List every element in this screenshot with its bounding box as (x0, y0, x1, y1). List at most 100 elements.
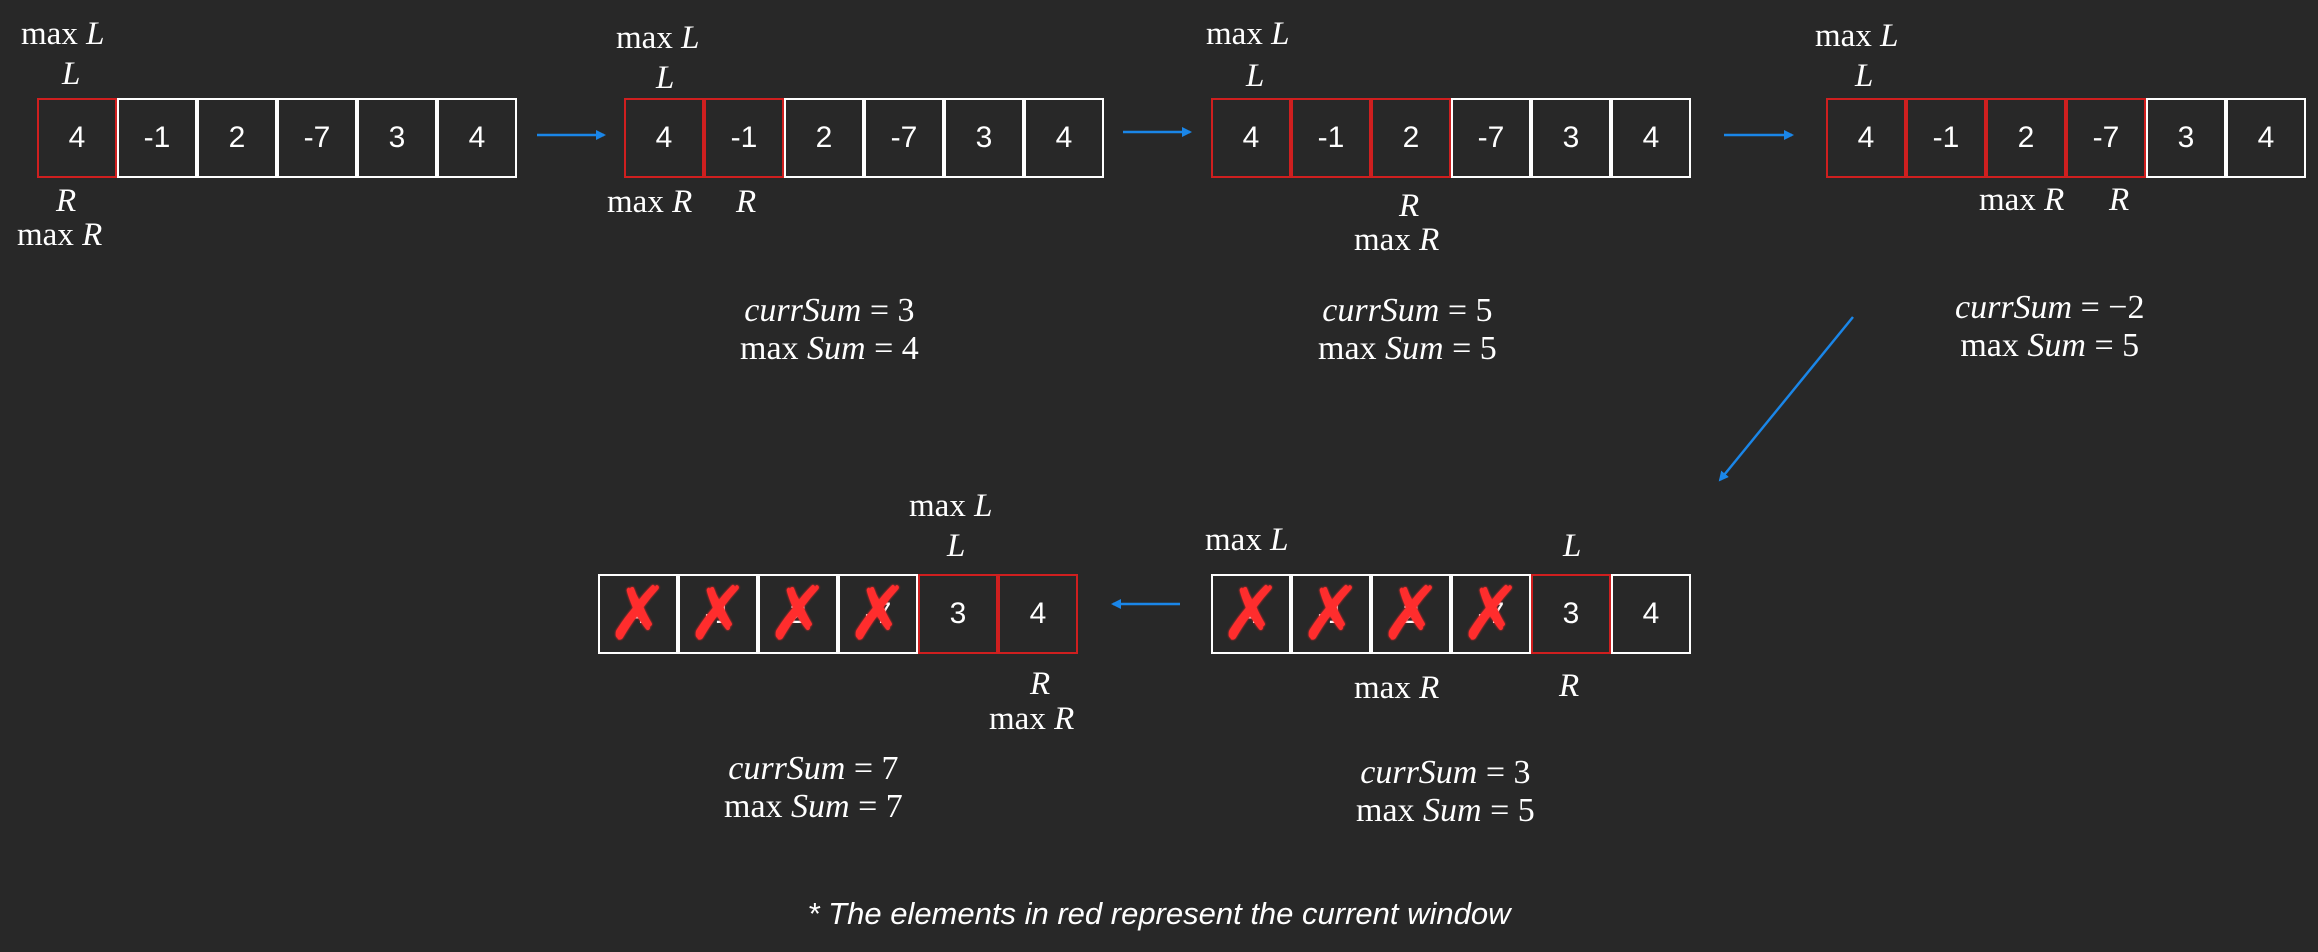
eq-sign: = (1477, 754, 1514, 791)
cell-value: -1 (704, 597, 732, 630)
max-word: max (909, 488, 966, 524)
cross-icon: ✗ (766, 571, 830, 657)
array-cell: -7✗ (838, 574, 918, 654)
L-label-step-3: L (1246, 60, 1264, 93)
max-R-label-step-6: max R (989, 703, 1074, 736)
L-var: L (656, 60, 675, 96)
cell-value: -7 (864, 597, 892, 630)
max-word: max (17, 217, 74, 253)
array-cell: 4 (37, 98, 117, 178)
eq-sign: = (865, 330, 902, 367)
array-cell: 3 (2146, 98, 2226, 178)
eq-sign: = (1443, 330, 1480, 367)
L-var: L (1270, 522, 1289, 558)
cell-value: -7 (303, 121, 331, 154)
cell-value: 4 (1242, 597, 1260, 630)
max-word: max (1979, 182, 2036, 218)
cell-value: -7 (890, 121, 918, 154)
max-R-label-step-5: max R (1354, 672, 1439, 705)
curr-sum-value: 5 (1475, 292, 1493, 329)
footnote: * The elements in red represent the curr… (807, 896, 1511, 931)
L-var: L (974, 488, 993, 524)
cross-icon: ✗ (1299, 571, 1363, 657)
R-var: R (2109, 182, 2130, 218)
eq-sign: = (1439, 292, 1476, 329)
max-sum-value: 5 (1517, 792, 1535, 829)
max-sum-step-5: max Sum = 5 (1356, 792, 1535, 830)
L-var: L (1246, 58, 1265, 94)
sums-step-4: currSum = −2 max Sum = 5 (1955, 289, 2144, 365)
curr-sum-step-6: currSum = 7 (724, 750, 903, 788)
cell-value: -1 (1932, 121, 1960, 154)
cell-value: 4 (2257, 121, 2275, 154)
eq-sign: = (2085, 327, 2123, 364)
array-cell: -7 (2066, 98, 2146, 178)
max-R-label-step-3: max R (1354, 224, 1439, 257)
sums-step-6: currSum = 7 max Sum = 7 (724, 750, 903, 826)
L-label-step-1: L (62, 58, 80, 91)
array-cell: 4 (1826, 98, 1906, 178)
curr-sum-step-2: currSum = 3 (740, 292, 919, 330)
array-cell: 3 (1531, 574, 1611, 654)
sums-step-5: currSum = 3 max Sum = 5 (1356, 754, 1535, 830)
cell-value: 4 (1642, 121, 1660, 154)
L-var: L (1563, 528, 1582, 564)
L-var: L (681, 20, 700, 56)
max-sum-step-3: max Sum = 5 (1318, 330, 1497, 368)
cell-value: 3 (949, 597, 967, 630)
sum-var: Sum (1423, 792, 1482, 829)
R-var: R (1399, 188, 1420, 224)
R-var: R (1030, 666, 1051, 702)
array-cell: -7✗ (1451, 574, 1531, 654)
cell-value: -1 (1317, 121, 1345, 154)
L-label-step-2: L (656, 62, 674, 95)
array-cell: 4 (1611, 98, 1691, 178)
R-label-step-4: R (2109, 184, 2129, 217)
max-word: max (1205, 522, 1262, 558)
array-cell: 4✗ (1211, 574, 1291, 654)
max-word: max (1354, 670, 1411, 706)
cell-value: 2 (815, 121, 833, 154)
cross-icon: ✗ (686, 571, 750, 657)
cell-value: 4 (655, 121, 673, 154)
array-cell: 2 (784, 98, 864, 178)
array-cell: 2✗ (758, 574, 838, 654)
array-cell: 4 (2226, 98, 2306, 178)
cell-value: -7 (1477, 121, 1505, 154)
array-cell: 3 (918, 574, 998, 654)
cross-icon: ✗ (846, 571, 910, 657)
cell-value: 4 (1029, 597, 1047, 630)
array-cell: -1 (117, 98, 197, 178)
eq-sign: = (1481, 792, 1518, 829)
L-label-step-5: L (1563, 530, 1581, 563)
max-word: max (989, 701, 1046, 737)
R-var: R (672, 184, 693, 220)
L-var: L (1855, 58, 1874, 94)
max-word: max (1354, 222, 1411, 258)
array-cell: 4 (1611, 574, 1691, 654)
curr-sum-value: 7 (881, 750, 899, 787)
L-label-step-4: L (1855, 60, 1873, 93)
eq-sign: = (845, 750, 882, 787)
array-cell: 2 (1986, 98, 2066, 178)
cell-value: 4 (1055, 121, 1073, 154)
array-cell: 4 (1211, 98, 1291, 178)
max-word: max (1356, 792, 1415, 829)
curr-sum-var: currSum (1322, 292, 1440, 329)
array-cell: 3 (1531, 98, 1611, 178)
L-var: L (1271, 16, 1290, 52)
max-sum-step-6: max Sum = 7 (724, 788, 903, 826)
max-sum-value: 7 (885, 788, 903, 825)
array-cell: 2✗ (1371, 574, 1451, 654)
max-R-label-step-4: max R (1979, 184, 2064, 217)
array-cell: -7 (277, 98, 357, 178)
array-cell: 4✗ (598, 574, 678, 654)
max-sum-value: 4 (901, 330, 919, 367)
eq-sign: = (2072, 289, 2109, 326)
max-L-label-step-2: max L (616, 22, 699, 55)
array-cell: -1 (1906, 98, 1986, 178)
cell-value: 3 (1562, 121, 1580, 154)
max-word: max (740, 330, 799, 367)
curr-sum-var: currSum (744, 292, 862, 329)
